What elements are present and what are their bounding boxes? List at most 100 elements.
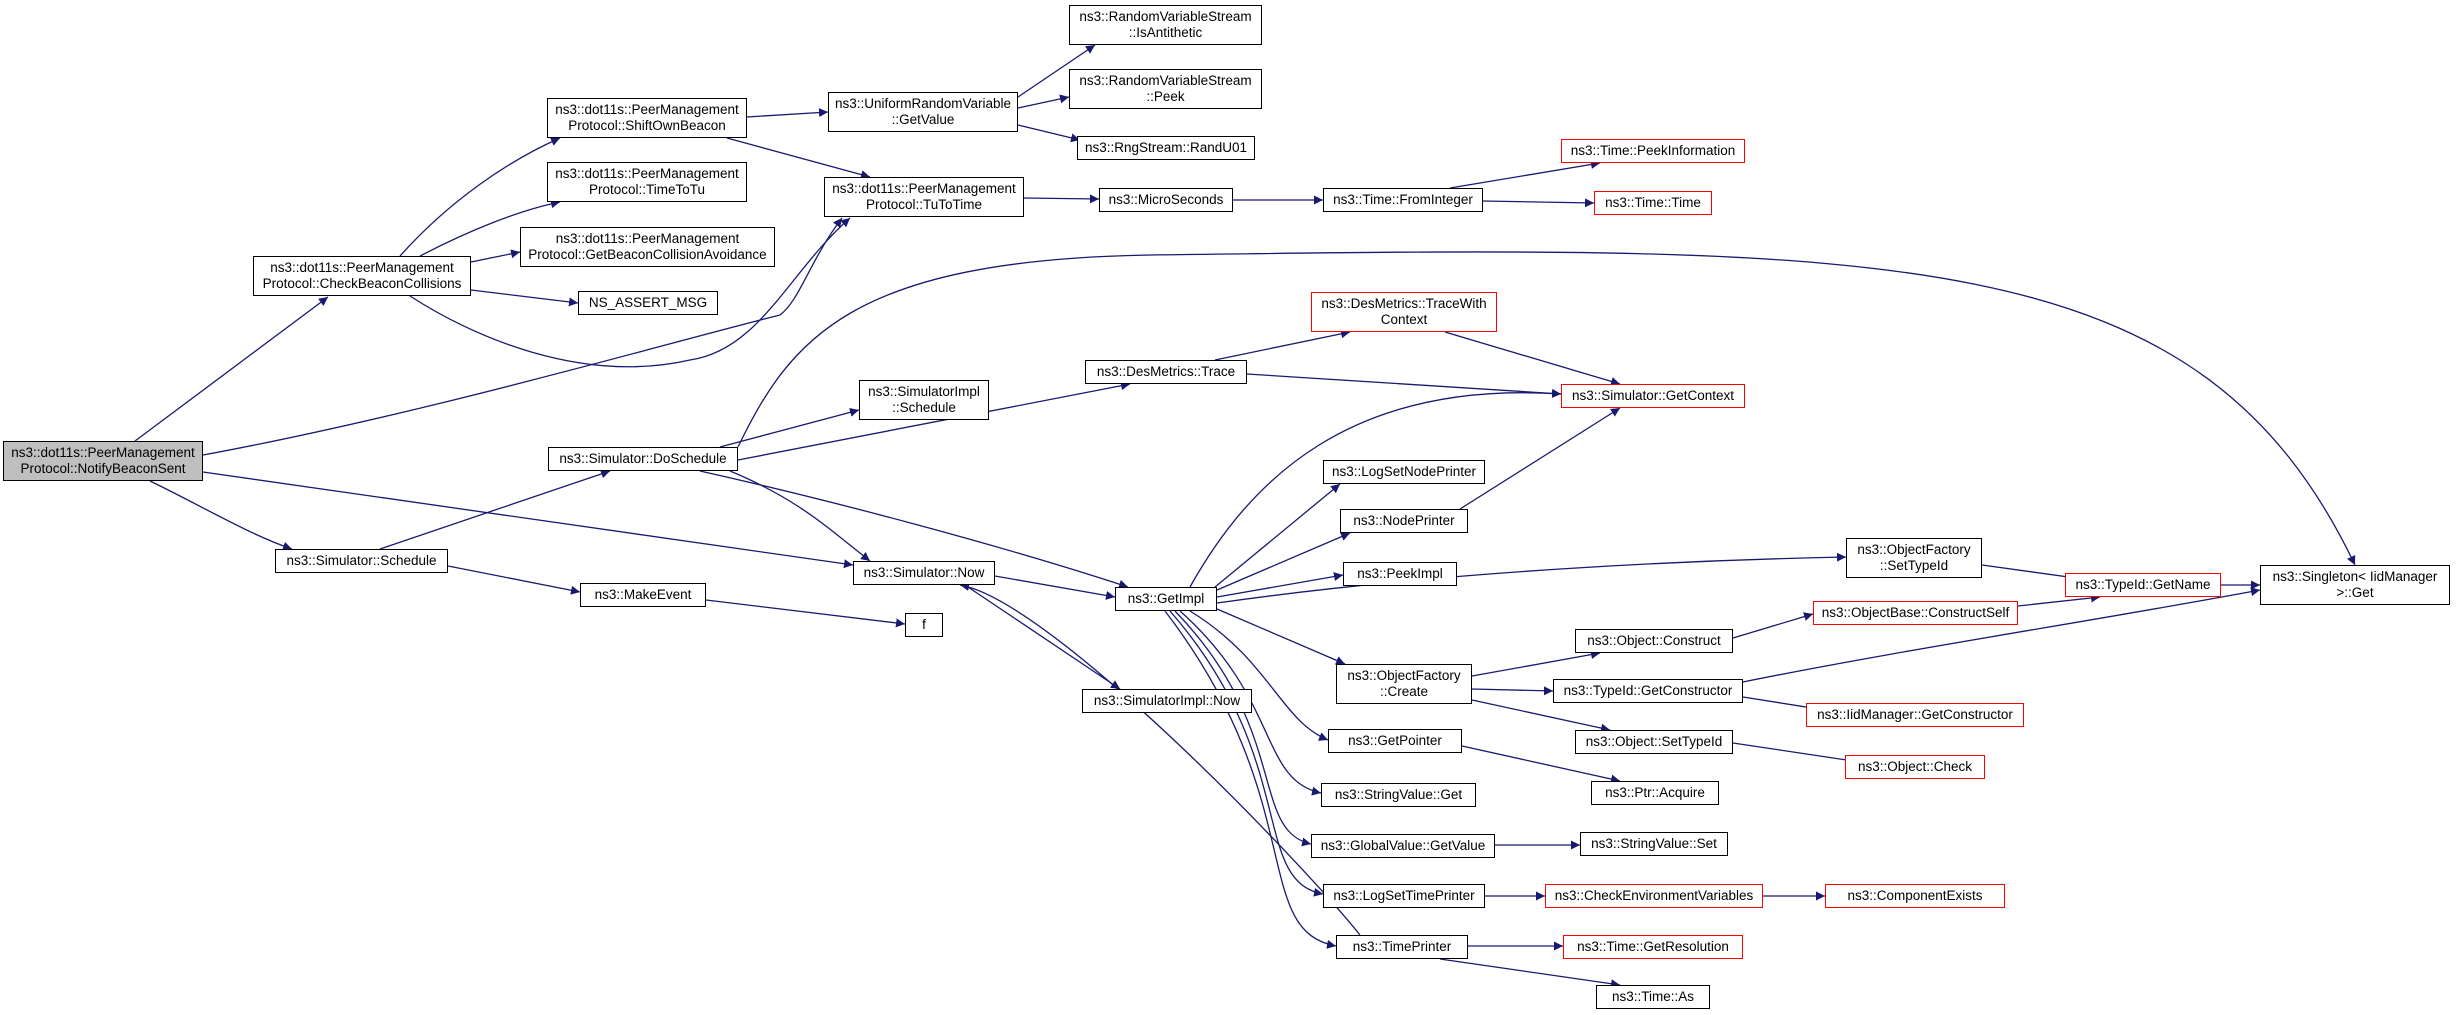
node-random-variable-stream-peek-line-1: ns3::RandomVariableStream — [1079, 73, 1252, 88]
edge-getimpl-timeprinter — [1164, 610, 1337, 949]
node-log-set-node-printer-line-1: ns3::LogSetNodePrinter — [1331, 464, 1477, 479]
node-string-value-set[interactable]: ns3::StringValue::Set — [1580, 832, 1728, 856]
node-time-from-integer[interactable]: ns3::Time::FromInteger — [1323, 188, 1483, 212]
node-micro-seconds[interactable]: ns3::MicroSeconds — [1099, 188, 1233, 212]
node-time-printer-line-1: ns3::TimePrinter — [1352, 939, 1452, 954]
node-time-time[interactable]: ns3::Time::Time — [1594, 191, 1712, 215]
node-simulator-now[interactable]: ns3::Simulator::Now — [853, 561, 995, 585]
node-make-event[interactable]: ns3::MakeEvent — [580, 583, 706, 607]
node-simulator-impl-schedule-line-1: ns3::SimulatorImpl — [868, 384, 980, 399]
node-check-environment-variables[interactable]: ns3::CheckEnvironmentVariables — [1545, 884, 1763, 908]
edge-ofcreate-objsettype — [1471, 699, 1611, 733]
node-random-variable-stream-is-antithetic[interactable]: ns3::RandomVariableStream::IsAntithetic — [1069, 5, 1262, 45]
node-random-variable-stream-is-antithetic-line-2: ::IsAntithetic — [1128, 25, 1203, 40]
node-peek-impl[interactable]: ns3::PeekImpl — [1343, 562, 1457, 586]
node-check-beacon-collisions-line-2: Protocol::CheckBeaconCollisions — [262, 276, 462, 291]
node-node-printer[interactable]: ns3::NodePrinter — [1340, 509, 1468, 533]
node-string-value-get-line-1: ns3::StringValue::Get — [1334, 787, 1463, 802]
node-simulator-impl-schedule[interactable]: ns3::SimulatorImpl::Schedule — [859, 380, 989, 420]
node-get-pointer[interactable]: ns3::GetPointer — [1328, 729, 1462, 753]
edge-urvget-randu01 — [1017, 124, 1081, 143]
node-uniform-random-variable-get-value[interactable]: ns3::UniformRandomVariable::GetValue — [828, 92, 1018, 132]
edge-check-getbca — [470, 249, 521, 263]
node-type-id-get-constructor[interactable]: ns3::TypeId::GetConstructor — [1553, 679, 1743, 703]
node-node-printer-line-1: ns3::NodePrinter — [1353, 513, 1455, 528]
node-random-variable-stream-is-antithetic-line-1: ns3::RandomVariableStream — [1079, 9, 1252, 24]
node-f-line-1: f — [922, 617, 926, 632]
node-ns-assert-msg[interactable]: NS_ASSERT_MSG — [578, 291, 718, 315]
node-simulator-impl-now[interactable]: ns3::SimulatorImpl::Now — [1082, 689, 1252, 713]
node-object-set-type-id[interactable]: ns3::Object::SetTypeId — [1575, 730, 1733, 754]
node-simulator-schedule-line-1: ns3::Simulator::Schedule — [286, 553, 437, 568]
node-check-environment-variables-line-1: ns3::CheckEnvironmentVariables — [1554, 888, 1754, 903]
node-simulator-get-context[interactable]: ns3::Simulator::GetContext — [1561, 384, 1745, 408]
edge-getimpl-gvget — [1174, 610, 1312, 847]
node-micro-seconds-line-1: ns3::MicroSeconds — [1108, 192, 1224, 207]
node-time-to-tu-line-2: Protocol::TimeToTu — [588, 182, 706, 197]
node-global-value-get-value[interactable]: ns3::GlobalValue::GetValue — [1311, 834, 1495, 858]
edge-getpointer-ptracquire — [1461, 745, 1621, 784]
node-type-id-get-name[interactable]: ns3::TypeId::GetName — [2065, 573, 2221, 597]
edge-shift-tutotime — [726, 137, 871, 179]
node-ptr-acquire[interactable]: ns3::Ptr::Acquire — [1591, 781, 1719, 805]
node-object-base-construct-self[interactable]: ns3::ObjectBase::ConstructSelf — [1813, 601, 2018, 625]
node-object-factory-set-type-id[interactable]: ns3::ObjectFactory::SetTypeId — [1846, 538, 1982, 578]
node-tu-to-time-line-2: Protocol::TuToTime — [865, 197, 983, 212]
node-random-variable-stream-peek-line-2: ::Peek — [1146, 89, 1185, 104]
node-shift-own-beacon-line-1: ns3::dot11s::PeerManagement — [555, 102, 739, 117]
node-time-get-resolution[interactable]: ns3::Time::GetResolution — [1563, 935, 1743, 959]
node-ns-assert-msg-line-1: NS_ASSERT_MSG — [588, 295, 708, 310]
node-time-as[interactable]: ns3::Time::As — [1596, 985, 1710, 1009]
edge-tutotime-micro — [1023, 194, 1100, 204]
node-log-set-node-printer[interactable]: ns3::LogSetNodePrinter — [1323, 460, 1485, 484]
node-iid-manager-get-constructor[interactable]: ns3::IidManager::GetConstructor — [1806, 703, 2024, 727]
edge-sched-makeevent — [447, 565, 581, 595]
node-object-factory-create-line-1: ns3::ObjectFactory — [1347, 668, 1461, 683]
node-rng-stream-rand-u01[interactable]: ns3::RngStream::RandU01 — [1077, 136, 1255, 160]
node-tu-to-time-line-1: ns3::dot11s::PeerManagement — [832, 181, 1016, 196]
node-time-printer[interactable]: ns3::TimePrinter — [1336, 935, 1468, 959]
node-object-factory-create[interactable]: ns3::ObjectFactory::Create — [1336, 664, 1472, 704]
node-simulator-do-schedule[interactable]: ns3::Simulator::DoSchedule — [548, 447, 738, 471]
node-get-impl[interactable]: ns3::GetImpl — [1115, 587, 1217, 611]
node-peek-impl-line-1: ns3::PeekImpl — [1357, 566, 1443, 581]
node-notify-beacon-sent-line-1: ns3::dot11s::PeerManagement — [11, 445, 195, 460]
edge-urvget-rvspeek — [1017, 94, 1070, 109]
edge-doschedule-singleton — [737, 251, 2356, 566]
edge-getimpl-getpointer — [1189, 610, 1329, 741]
node-time-from-integer-line-1: ns3::Time::FromInteger — [1333, 192, 1473, 207]
node-log-set-time-printer[interactable]: ns3::LogSetTimePrinter — [1323, 884, 1485, 908]
node-random-variable-stream-peek[interactable]: ns3::RandomVariableStream::Peek — [1069, 69, 1262, 109]
node-rng-stream-rand-u01-line-1: ns3::RngStream::RandU01 — [1084, 140, 1248, 155]
node-des-metrics-trace[interactable]: ns3::DesMetrics::Trace — [1085, 360, 1247, 384]
edge-getimpl-ofsettype — [1216, 552, 1847, 604]
edge-getimpl-peekimpl — [1216, 572, 1344, 598]
node-string-value-get[interactable]: ns3::StringValue::Get — [1321, 783, 1476, 807]
edge-nodeprinter-getcontext — [1459, 407, 1621, 510]
node-object-base-construct-self-line-1: ns3::ObjectBase::ConstructSelf — [1821, 605, 2010, 620]
node-component-exists[interactable]: ns3::ComponentExists — [1825, 884, 2005, 908]
edge-check-shift — [399, 137, 561, 257]
node-singleton-iid-manager-get[interactable]: ns3::Singleton< IidManager>::Get — [2260, 565, 2450, 605]
edge-root-simnow — [202, 471, 854, 569]
node-uniform-random-variable-get-value-line-1: ns3::UniformRandomVariable — [834, 96, 1012, 111]
edge-fromint-timetime — [1482, 198, 1595, 208]
node-simulator-schedule[interactable]: ns3::Simulator::Schedule — [275, 549, 448, 573]
node-get-impl-line-1: ns3::GetImpl — [1127, 591, 1205, 606]
node-f[interactable]: f — [905, 613, 943, 637]
edge-simnow-getimpl — [994, 575, 1116, 600]
node-time-peek-information[interactable]: ns3::Time::PeekInformation — [1561, 139, 1745, 163]
edge-doschedule-destrace — [737, 381, 1131, 461]
node-object-check[interactable]: ns3::Object::Check — [1845, 755, 1985, 779]
node-get-beacon-collision-avoidance-line-2: Protocol::GetBeaconCollisionAvoidance — [528, 247, 767, 262]
node-simulator-now-line-1: ns3::Simulator::Now — [863, 565, 985, 580]
node-object-construct[interactable]: ns3::Object::Construct — [1575, 629, 1733, 653]
